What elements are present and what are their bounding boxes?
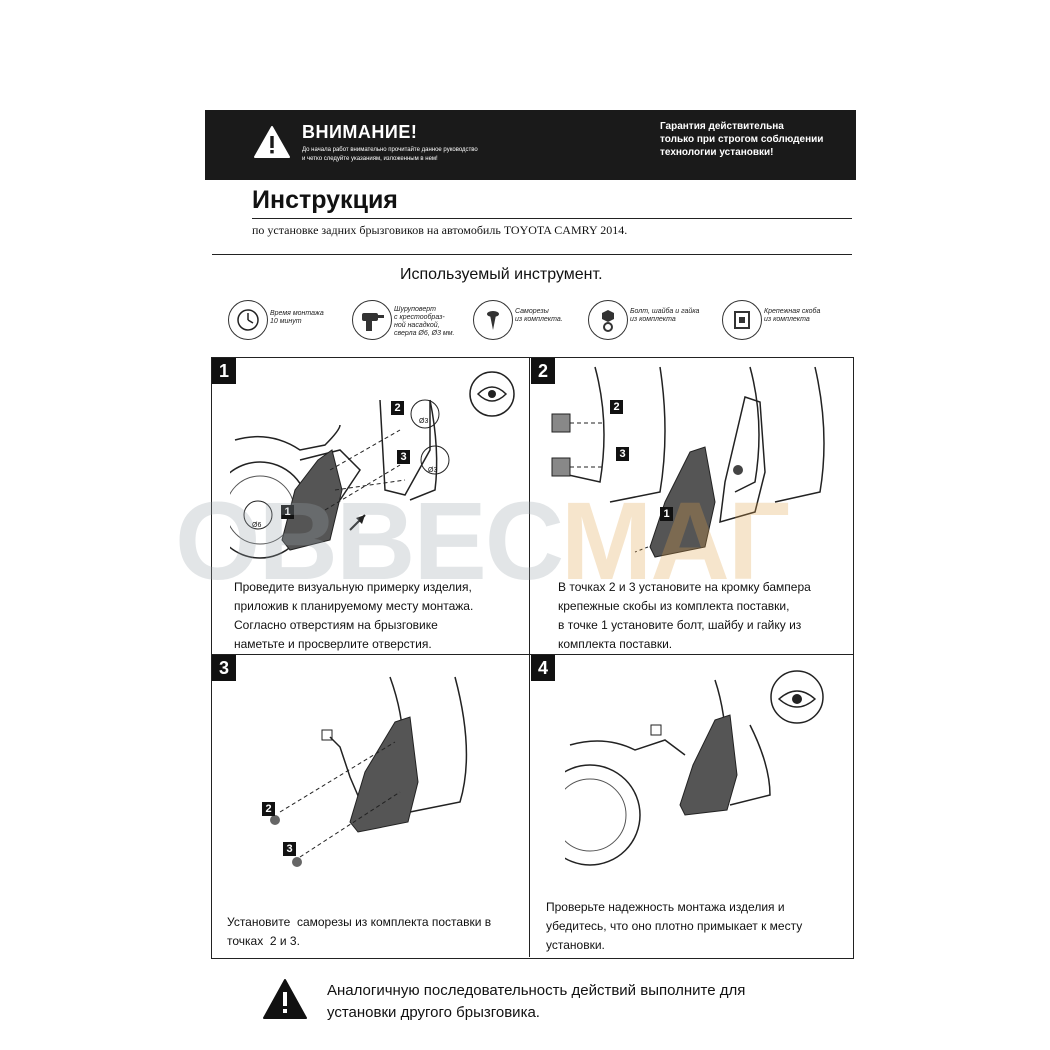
warning-icon [254, 126, 290, 158]
screw-icon [487, 311, 499, 330]
page-subtitle: по установке задних брызговиков на автом… [252, 223, 628, 237]
callout-label: 3 [397, 450, 410, 464]
tool-label: Шуруповерт с крестообраз- ной насадкой, … [394, 306, 455, 337]
step-instruction: Проведите визуальную примерку изделия, п… [234, 580, 474, 651]
warning-banner [205, 110, 856, 180]
step-number: 1 [212, 358, 236, 384]
warning-icon [263, 979, 307, 1019]
tool-clip: Крепежная скоба из комплекта [722, 300, 847, 344]
drill-icon [362, 313, 384, 331]
callout-label: 1 [281, 505, 294, 519]
tool-drill: Шуруповерт с крестообраз- ной насадкой, … [352, 300, 472, 344]
callout-label: 3 [283, 842, 296, 856]
tool-time: Время монтажа 10 минут [228, 300, 348, 344]
callout-label: 2 [610, 400, 623, 414]
footer-note: Аналогичную последовательность действий … [327, 982, 746, 1021]
step-instruction: Установите саморезы из комплекта поставк… [227, 915, 492, 948]
drill-size-label: Ø3 [428, 467, 438, 474]
step-instruction: В точках 2 и 3 установите на кромку бамп… [558, 580, 811, 651]
warning-subtext: До начала работ внимательно прочитайте д… [302, 147, 478, 162]
page-title: Инструкция [252, 186, 398, 214]
subtitle-divider [212, 254, 852, 255]
tool-label: Крепежная скоба из комплекта [764, 308, 821, 323]
guarantee-note: Гарантия действительна только при строго… [660, 121, 824, 158]
tool-label: Саморезы из комплекта. [515, 308, 563, 323]
step-number: 4 [531, 655, 555, 681]
step1-illustration [230, 371, 515, 559]
title-divider [252, 218, 852, 219]
callout-label: 2 [262, 802, 275, 816]
clock-icon [237, 309, 259, 331]
step-number: 3 [212, 655, 236, 681]
step-instruction: Проверьте надежность монтажа изделия и у… [546, 900, 803, 952]
tool-bolt: Болт, шайба и гайка из комплекта [588, 300, 713, 344]
tool-label: Время монтажа 10 минут [270, 310, 324, 325]
step-number: 2 [531, 358, 555, 384]
steps-grid [211, 357, 854, 959]
grid-divider-horizontal [211, 654, 853, 655]
callout-label: 2 [391, 401, 404, 415]
clip-icon [734, 311, 750, 329]
tool-screw: Саморезы из комплекта. [473, 300, 583, 344]
step3-illustration [270, 676, 468, 867]
watermark: ОВВЕСМАГ [175, 480, 790, 603]
drill-size-label: Ø6 [252, 522, 262, 529]
callout-label: 1 [660, 507, 673, 521]
drill-size-label: Ø3 [419, 418, 429, 425]
step4-illustration [565, 670, 824, 866]
tool-label: Болт, шайба и гайка из комплекта [630, 308, 700, 323]
grid-divider-vertical [529, 357, 530, 957]
tools-heading: Используемый инструмент. [400, 266, 603, 283]
warning-title: ВНИМАНИЕ! [302, 122, 418, 142]
step2-illustration [551, 366, 825, 558]
bolt-icon [602, 310, 614, 332]
callout-label: 3 [616, 447, 629, 461]
